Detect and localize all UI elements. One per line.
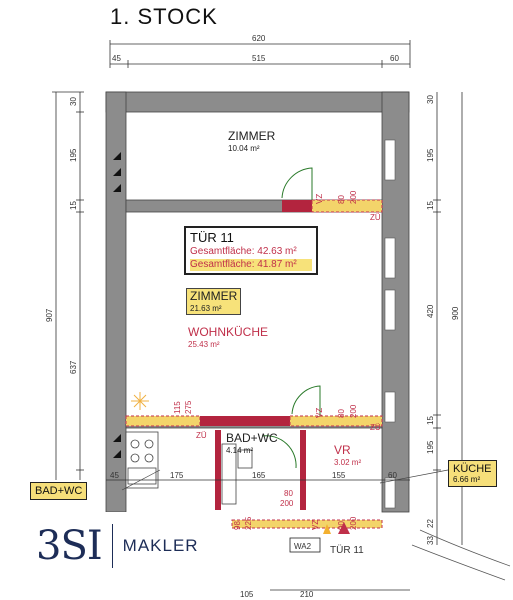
entrance-arrows bbox=[323, 522, 350, 534]
dim-right-195b: 195 bbox=[426, 440, 435, 454]
logo-divider bbox=[111, 524, 113, 568]
label-98: 98 bbox=[233, 521, 242, 530]
label-200b: 200 bbox=[349, 404, 358, 418]
wa2-box bbox=[289, 537, 321, 553]
left-dimensions bbox=[52, 91, 84, 480]
label-275: 275 bbox=[184, 400, 193, 414]
kitchen-counter bbox=[125, 431, 159, 489]
label-zu1: ZÜ bbox=[370, 213, 381, 222]
label-tuer11: TÜR 11 bbox=[330, 544, 364, 556]
light-symbol bbox=[131, 392, 149, 410]
label-200a: 200 bbox=[349, 190, 358, 204]
label-225: 225 bbox=[244, 516, 253, 530]
room-bad-wc: BAD+WC 4.14 m² bbox=[226, 431, 278, 455]
label-zu2: ZÜ bbox=[196, 431, 207, 440]
dim-right-15b: 15 bbox=[426, 416, 435, 425]
top-dimensions bbox=[109, 40, 411, 68]
door-openings bbox=[125, 199, 383, 529]
label-vz3: VZ bbox=[311, 520, 320, 530]
room-zimmer-2: ZIMMER 21.63 m² bbox=[186, 288, 242, 315]
room-vr: VR 3.02 m² bbox=[334, 443, 362, 467]
dim-bottom-175: 175 bbox=[170, 471, 184, 480]
room-zimmer-1: ZIMMER 10.04 m² bbox=[228, 129, 276, 153]
dim-bottom-210: 210 bbox=[300, 590, 314, 599]
dim-right-30: 30 bbox=[426, 95, 435, 104]
room-zimmer-1-area: 10.04 m² bbox=[228, 143, 260, 153]
dim-left-637: 637 bbox=[69, 360, 78, 374]
dim-bottom-60: 60 bbox=[388, 471, 397, 480]
room-zimmer-2-name: ZIMMER bbox=[190, 289, 238, 303]
callout-kueche-name: KÜCHE bbox=[453, 463, 492, 475]
dim-bottom-155: 155 bbox=[332, 471, 346, 480]
unit-title: TÜR 11 bbox=[190, 230, 234, 245]
floor-title: 1. STOCK bbox=[110, 4, 218, 29]
room-wohnkueche-area: 25.43 m² bbox=[188, 339, 220, 349]
room-bad-wc-area: 4.14 m² bbox=[226, 445, 254, 455]
room-zimmer-2-area: 21.63 m² bbox=[190, 303, 222, 313]
label-200c: 200 bbox=[280, 499, 294, 508]
label-200d: 200 bbox=[349, 516, 358, 530]
callout-kueche: KÜCHE 6.66 m² bbox=[448, 460, 497, 487]
dim-right-420: 420 bbox=[426, 304, 435, 318]
room-bad-wc-name: BAD+WC bbox=[226, 431, 278, 445]
dim-right-22: 22 bbox=[426, 519, 435, 528]
room-vr-name: VR bbox=[334, 443, 351, 457]
dim-top-mid: 515 bbox=[252, 54, 266, 63]
unit-area-2: Gesamtfläche: 41.87 m² bbox=[190, 258, 312, 272]
bottom-dimensions bbox=[106, 479, 410, 591]
dim-right-33: 33 bbox=[426, 536, 435, 545]
logo-text: MAKLER bbox=[122, 536, 199, 555]
dim-bottom-45: 45 bbox=[110, 471, 119, 480]
dim-bottom-165: 165 bbox=[252, 471, 266, 480]
dim-right-195a: 195 bbox=[426, 148, 435, 162]
room-vr-area: 3.02 m² bbox=[334, 457, 362, 467]
dim-left-30: 30 bbox=[69, 97, 78, 106]
label-vz2: VZ bbox=[315, 408, 324, 418]
label-zu3: ZÜ bbox=[370, 423, 381, 432]
dim-left-15: 15 bbox=[69, 201, 78, 210]
vent-symbols bbox=[113, 152, 121, 458]
logo-mark: 3SI bbox=[36, 523, 103, 569]
dim-bottom-105: 105 bbox=[240, 590, 254, 599]
room-wohnkueche: WOHNKÜCHE 25.43 m² bbox=[188, 325, 268, 349]
label-80b: 80 bbox=[337, 409, 346, 418]
label-80c: 80 bbox=[284, 489, 293, 498]
dim-top-right: 60 bbox=[390, 54, 399, 63]
windows-right bbox=[384, 139, 396, 509]
room-zimmer-1-name: ZIMMER bbox=[228, 129, 276, 143]
unit-area-1: Gesamtfläche: 42.63 m² bbox=[190, 246, 297, 258]
label-115: 115 bbox=[173, 401, 182, 414]
unit-area-box: TÜR 11 Gesamtfläche: 42.63 m² Gesamtfläc… bbox=[184, 226, 318, 276]
dim-right-900: 900 bbox=[451, 306, 460, 320]
door-swings bbox=[261, 167, 321, 469]
dim-left-907: 907 bbox=[45, 308, 54, 322]
callout-kueche-area: 6.66 m² bbox=[453, 475, 481, 484]
label-80a: 80 bbox=[337, 195, 346, 204]
dim-right-15a: 15 bbox=[426, 201, 435, 210]
callout-lines bbox=[121, 469, 449, 491]
company-logo: 3SI MAKLER bbox=[28, 512, 228, 580]
staircase bbox=[411, 529, 511, 581]
callout-bad-wc: BAD+WC bbox=[30, 482, 88, 500]
label-wa2: WA2 bbox=[294, 542, 312, 551]
dim-top-total: 620 bbox=[252, 34, 266, 43]
dim-top-left: 45 bbox=[112, 54, 121, 63]
bath-fixtures bbox=[221, 443, 253, 505]
room-wohnkueche-name: WOHNKÜCHE bbox=[188, 325, 268, 339]
label-90: 90 bbox=[337, 521, 346, 530]
label-vz1: VZ bbox=[315, 194, 324, 204]
dim-left-195: 195 bbox=[69, 148, 78, 162]
